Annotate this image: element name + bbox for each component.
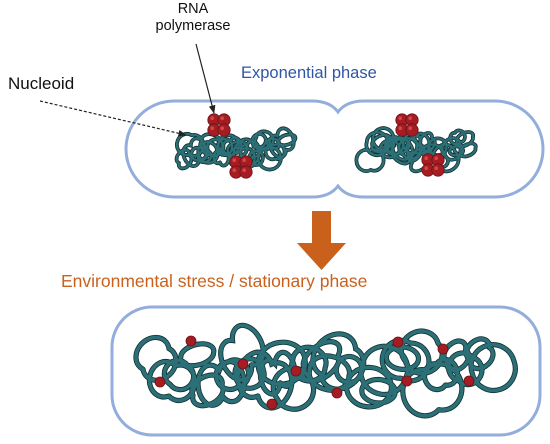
- rna-polymerase-label-line1: RNA: [177, 1, 209, 17]
- rna-polymerase-label: RNA polymerase: [150, 1, 236, 34]
- rna-polymerase: [437, 343, 449, 355]
- rna-polymerase-scattered: [154, 335, 475, 410]
- rna-polymerase-highlight: [232, 158, 236, 162]
- rna-polymerase: [331, 387, 343, 399]
- rna-polymerase-highlight: [242, 168, 246, 172]
- rna-polymerase: [463, 375, 475, 387]
- rna-polymerase: [392, 336, 404, 348]
- rna-polymerase-highlight: [398, 116, 403, 120]
- stationary-phase-label: Environmental stress / stationary phase: [61, 271, 368, 291]
- dividing-cell-outline: [124, 99, 545, 199]
- stationary-cell-outline: [110, 305, 542, 437]
- rna-polymerase-highlight: [424, 166, 429, 170]
- exponential-phase-label: Exponential phase: [241, 64, 377, 82]
- rna-polymerase-highlight: [408, 126, 413, 130]
- rna-polymerase: [237, 358, 249, 370]
- rna-polymerase-label-line2: polymerase: [155, 17, 231, 34]
- rna-polymerase-highlight: [424, 156, 429, 160]
- rna-polymerase: [154, 376, 166, 388]
- dna-strand: [355, 127, 477, 173]
- rna-polymerase: [401, 375, 413, 387]
- rna-polymerase: [185, 335, 197, 347]
- rna-polymerase-highlight: [242, 158, 246, 162]
- rna-polymerase-subunit: [431, 163, 445, 177]
- rna-polymerase-highlight: [232, 168, 236, 172]
- transition-arrow: [297, 211, 346, 270]
- nucleoid-pointer: [39, 100, 187, 137]
- rna-polymerase-highlight: [434, 166, 439, 170]
- rna-polymerase-highlight: [398, 126, 403, 130]
- rna-polymerase-subunit: [239, 165, 253, 179]
- nucleoid-label: Nucleoid: [8, 74, 75, 93]
- rna-polymerase-highlight: [220, 116, 224, 120]
- rna-polymerase-highlight: [220, 126, 224, 130]
- rna-polymerase-highlight: [210, 126, 214, 130]
- stationary-nucleoid: [133, 322, 518, 419]
- rna-polymerase-highlight: [210, 116, 214, 120]
- rna-polymerase: [290, 365, 302, 377]
- rna-polymerase-subunit: [405, 123, 419, 137]
- rna-polymerase-subunit: [217, 123, 231, 137]
- dna-strand: [134, 323, 518, 418]
- rna-polymerase-highlight: [434, 156, 439, 160]
- rna-polymerase: [266, 398, 278, 410]
- rna-polymerase-highlight: [408, 116, 413, 120]
- exponential-nucleoid-right: [354, 126, 478, 174]
- rna-polymerase-clusters: [207, 113, 445, 179]
- rna-polymerase-pointer: [195, 43, 216, 114]
